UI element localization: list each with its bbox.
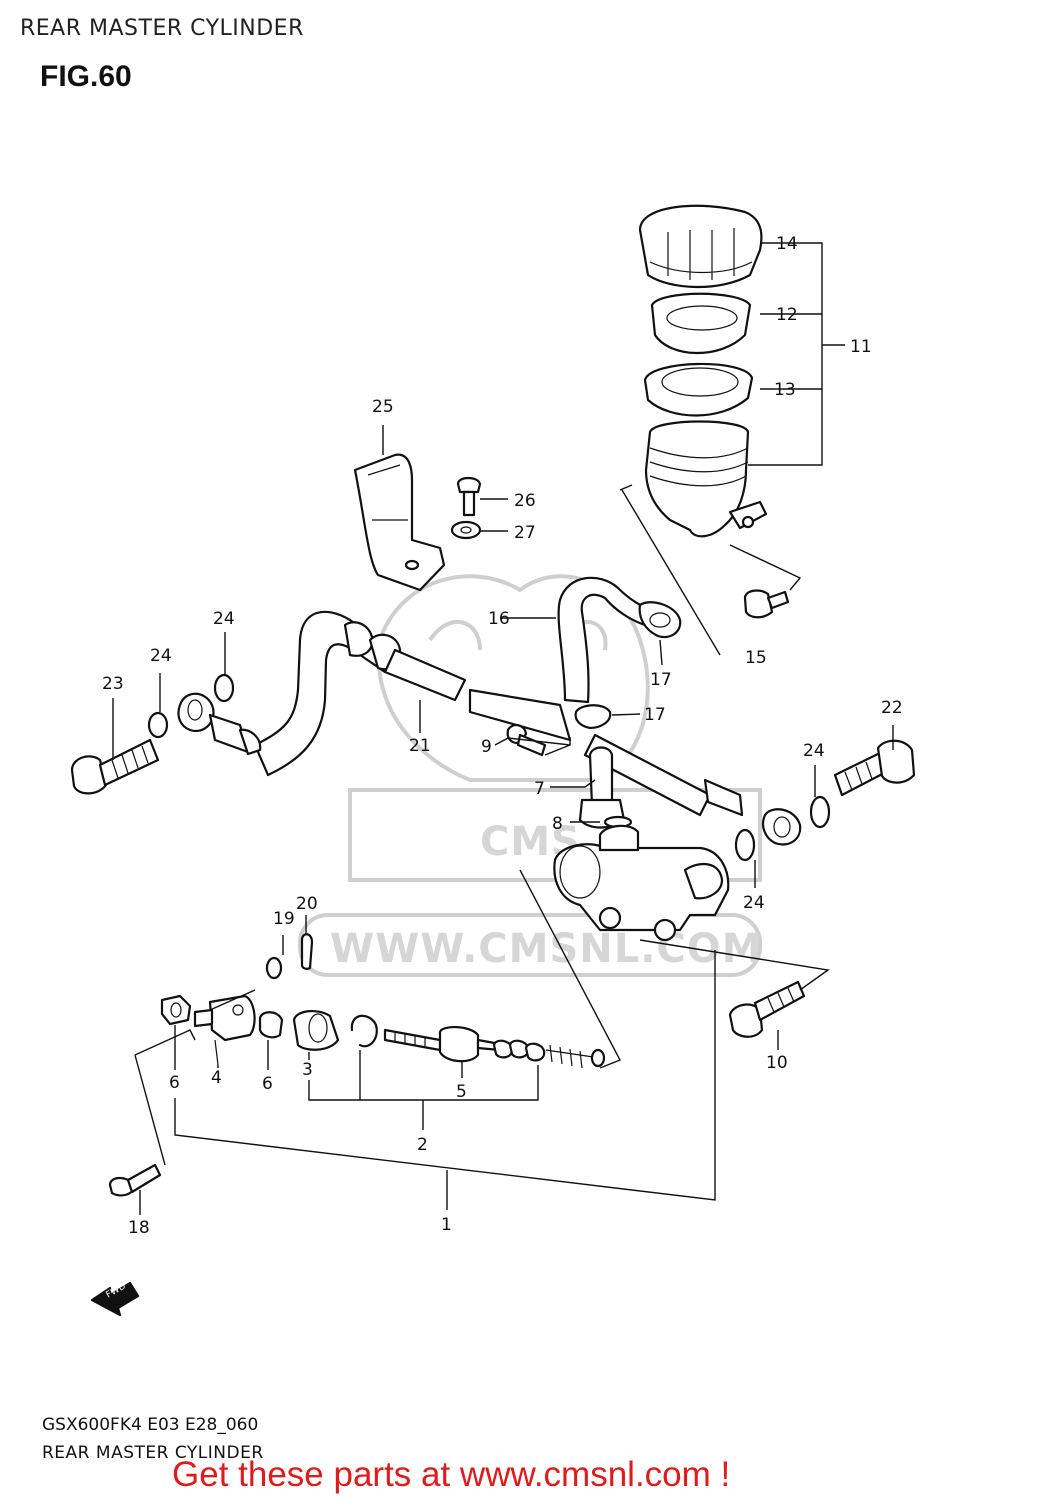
callout-6-left: 6 (169, 1073, 180, 1093)
sealing-washer-left-b (213, 673, 235, 703)
callout-12: 12 (776, 305, 798, 325)
callout-1: 1 (441, 1215, 452, 1235)
callout-18: 18 (128, 1218, 150, 1238)
circlip (350, 1014, 378, 1048)
bolt-15 (743, 589, 790, 619)
callout-25: 25 (372, 397, 394, 417)
callout-23: 23 (102, 674, 124, 694)
callout-24-top: 24 (213, 609, 235, 629)
banjo-bolt-22 (833, 739, 916, 797)
callout-15: 15 (745, 648, 767, 668)
watermark-url: WWW.CMSNL.COM (330, 926, 763, 972)
mounting-bolt-10 (728, 980, 806, 1038)
piston-spring (492, 1039, 606, 1069)
figure-number: FIG.60 (40, 60, 132, 93)
callout-11: 11 (850, 337, 872, 357)
cotter-pin (300, 933, 314, 970)
reservoir-tank (644, 420, 768, 538)
callout-7: 7 (534, 779, 545, 799)
reservoir-plate (643, 362, 754, 417)
callout-numbers: 14 12 11 13 25 26 27 16 15 17 17 24 24 2… (102, 234, 903, 1238)
screw-26 (456, 476, 482, 517)
reservoir-cap (638, 204, 763, 289)
callout-21: 21 (409, 736, 431, 756)
reservoir-diaphragm (650, 292, 752, 355)
callout-17-lower: 17 (644, 705, 666, 725)
callout-9: 9 (481, 737, 492, 757)
callout-3: 3 (302, 1060, 313, 1080)
sealing-washer-right-a (809, 795, 831, 829)
clevis (193, 994, 256, 1066)
callout-22: 22 (881, 698, 903, 718)
diagram-code: GSX600FK4 E03 E28_060 (42, 1415, 259, 1435)
callout-14: 14 (776, 234, 798, 254)
lock-nut-left (160, 994, 192, 1026)
push-rod (383, 1026, 502, 1063)
forward-direction-icon: FWD (90, 1281, 140, 1317)
callout-13: 13 (774, 380, 796, 400)
callout-24-bottom: 24 (743, 893, 765, 913)
callout-24-left: 24 (150, 646, 172, 666)
banjo-fitting-right (703, 778, 802, 846)
hose-clamp-upper (638, 601, 682, 639)
master-cylinder-body (553, 824, 730, 942)
callout-19: 19 (273, 909, 295, 929)
callout-4: 4 (211, 1068, 222, 1088)
washer-27 (450, 520, 482, 540)
callout-16: 16 (488, 609, 510, 629)
brake-hose (253, 610, 712, 817)
callout-8: 8 (552, 814, 563, 834)
sealing-washer-left-a (147, 711, 169, 739)
sealing-washer-right-b (734, 828, 756, 862)
hose-clamp-lower (574, 704, 612, 730)
callout-17-upper: 17 (650, 670, 672, 690)
leader-lines (112, 242, 894, 1215)
callout-10: 10 (766, 1053, 788, 1073)
callout-2: 2 (417, 1135, 428, 1155)
callout-6-right: 6 (262, 1074, 273, 1094)
callout-20: 20 (296, 894, 318, 914)
callout-26: 26 (514, 491, 536, 511)
shop-link[interactable]: Get these parts at www.cmsnl.com ! (172, 1455, 731, 1494)
diagram-title-footer: REAR MASTER CYLINDER (42, 1443, 264, 1463)
clevis-pin (108, 1163, 162, 1197)
page-title: REAR MASTER CYLINDER (20, 16, 304, 41)
piston-cup (292, 1010, 340, 1051)
banjo-fitting-left (177, 692, 262, 756)
callout-27: 27 (514, 523, 536, 543)
callout-5: 5 (456, 1082, 467, 1102)
lock-nut-right (258, 1011, 284, 1039)
washer-19 (265, 956, 283, 980)
banjo-bolt-23 (70, 738, 160, 795)
callout-24-right: 24 (803, 741, 825, 761)
reservoir-bracket (353, 453, 446, 592)
